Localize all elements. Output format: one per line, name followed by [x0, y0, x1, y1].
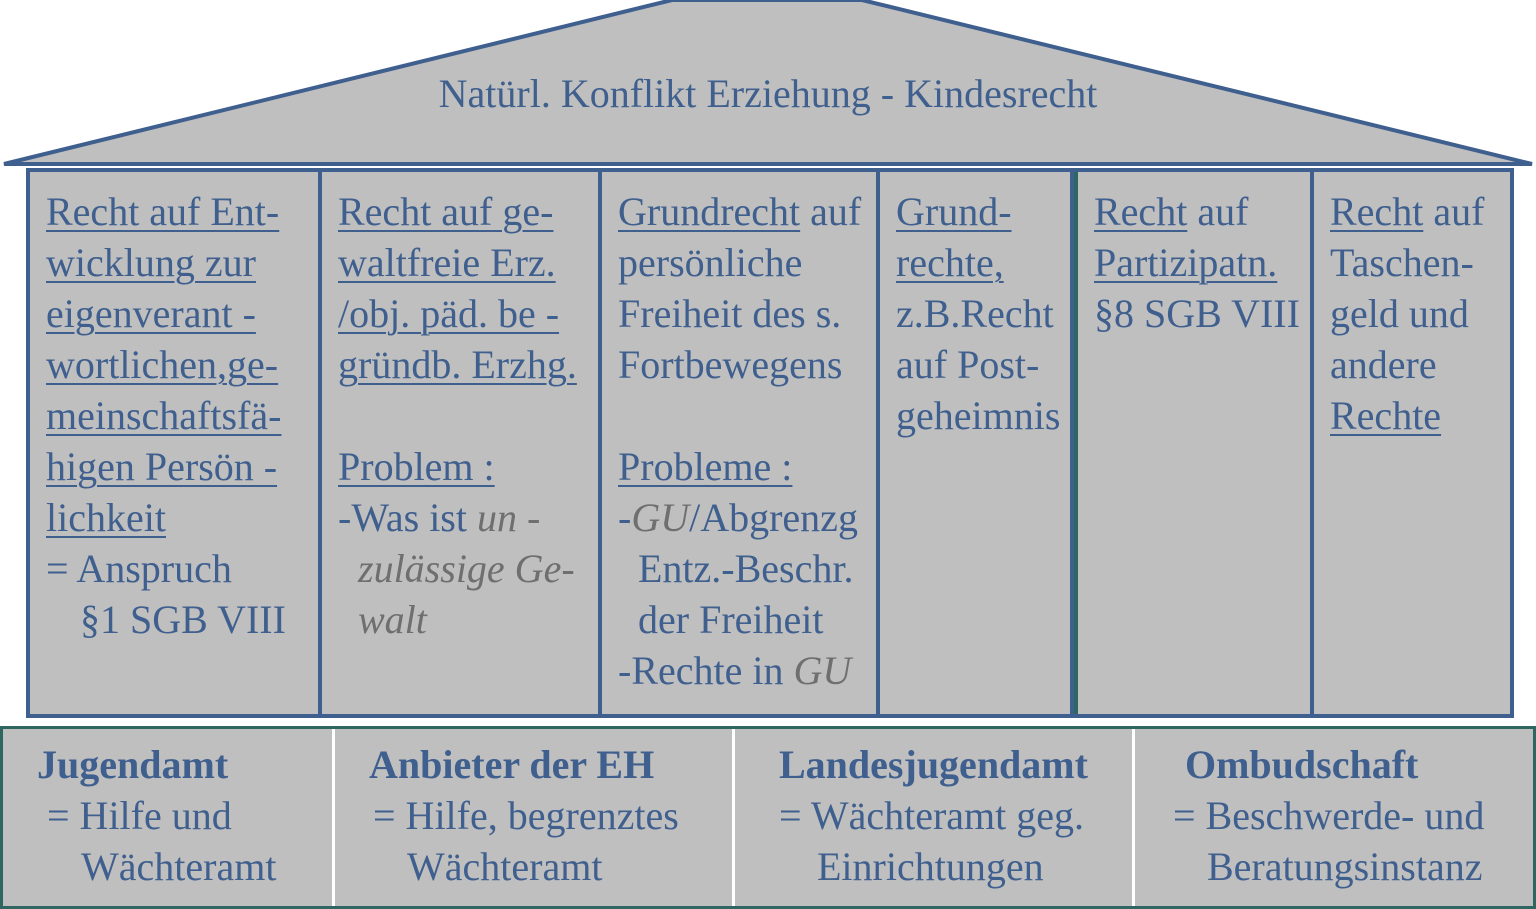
pillar-line: Grundrecht auf	[618, 186, 876, 237]
pillar-line: Rechte	[1330, 393, 1442, 438]
pillar-italic-text: GU	[793, 648, 852, 693]
foundation-line: = Hilfe und	[47, 793, 232, 838]
pillar-taschengeld: Recht auf Taschen- geld und andere Recht…	[1314, 172, 1510, 714]
pillar-line: Recht auf ge-	[338, 189, 554, 234]
foundation-anbieter: Anbieter der EH = Hilfe, begrenztes Wäch…	[335, 729, 735, 906]
foundation-landesjugendamt: Landesjugendamt = Wächteramt geg. Einric…	[735, 729, 1135, 906]
pillar-line: §1 SGB VIII	[80, 597, 286, 642]
foundation-line: Wächteramt	[407, 844, 603, 889]
pillar-text: -	[618, 495, 632, 540]
pillar-line: andere	[1330, 342, 1437, 387]
pillar-line: -Rechte in GU	[618, 645, 876, 696]
pillar-line: -Was ist un -	[338, 492, 598, 543]
pillar-text: -Was ist	[338, 495, 477, 540]
foundation-line: = Beschwerde- und	[1173, 793, 1485, 838]
pillar-line: Entz.-Beschr.	[638, 546, 854, 591]
foundation-line: = Hilfe, begrenztes	[373, 793, 679, 838]
pillar-line: waltfreie Erz.	[338, 240, 556, 285]
pillar-line: -GU/Abgrenzg	[618, 492, 876, 543]
pillar-line: meinschaftsfä-	[46, 393, 282, 438]
pillar-line: Recht auf	[1094, 186, 1310, 237]
foundation-title: Landesjugendamt	[779, 742, 1088, 787]
foundation-title: Jugendamt	[37, 742, 229, 787]
foundation-title: Anbieter der EH	[369, 742, 655, 787]
pillar-line: wicklung zur	[46, 240, 256, 285]
pillar-line: Recht auf	[1330, 186, 1510, 237]
pillar-line: geheimnis	[896, 393, 1061, 438]
pillar-line: gründb. Erzhg.	[338, 342, 577, 387]
foundation-line: = Wächteramt geg.	[779, 793, 1085, 838]
pillar-line: zulässige Ge-	[358, 546, 575, 591]
pillar-line: lichkeit	[46, 495, 166, 540]
pillar-line: z.B.Recht	[896, 291, 1054, 336]
pillar-line: eigenverant -	[46, 291, 256, 336]
foundation-title: Ombudschaft	[1185, 742, 1419, 787]
pillar-text: Grundrecht	[618, 189, 801, 234]
foundation-jugendamt: Jugendamt = Hilfe und Wächteramt	[3, 729, 335, 906]
pillar-persoenliche-freiheit: Grundrecht auf persönliche Freiheit des …	[602, 172, 880, 714]
pillar-line: Fortbewegens	[618, 342, 843, 387]
foundation-line: Wächteramt	[81, 844, 277, 889]
pillar-line: walt	[358, 597, 427, 642]
pillar-line: Taschen-	[1330, 240, 1474, 285]
foundation-section: Jugendamt = Hilfe und Wächteramt Anbiete…	[0, 726, 1536, 909]
pillar-line: higen Persön -	[46, 444, 278, 489]
pillar-italic-text: un -	[476, 495, 541, 540]
pillar-line: geld und	[1330, 291, 1469, 336]
pillar-gewaltfreie-erziehung: Recht auf ge- waltfreie Erz. /obj. päd. …	[322, 172, 602, 714]
pillar-line: Grund-	[896, 189, 1012, 234]
pillar-partizipation: Recht auf Partizipatn. §8 SGB VIII	[1074, 172, 1314, 714]
pillar-line: /obj. päd. be -	[338, 291, 560, 336]
pillar-grundrechte: Grund- rechte, z.B.Recht auf Post- gehei…	[880, 172, 1074, 714]
roof-shape	[3, 0, 1533, 166]
pillar-line: auf Post-	[896, 342, 1040, 387]
pillar-line: der Freiheit	[638, 597, 824, 642]
pillar-line: = Anspruch	[46, 546, 232, 591]
pillar-text: auf	[800, 189, 862, 234]
spacer	[338, 390, 598, 441]
pillar-line: Probleme :	[618, 444, 793, 489]
spacer	[618, 390, 876, 441]
pillar-text: Recht	[1330, 189, 1424, 234]
pillar-text: auf	[1187, 189, 1249, 234]
pillar-text: Recht	[1094, 189, 1188, 234]
pillar-line: Partizipatn.	[1094, 240, 1278, 285]
pillar-text: auf	[1423, 189, 1485, 234]
foundation-ombudschaft: Ombudschaft = Beschwerde- und Beratungsi…	[1135, 729, 1533, 906]
pillar-line: Recht auf Ent-	[46, 189, 280, 234]
pillar-text: -Rechte in	[618, 648, 794, 693]
pillar-line: §8 SGB VIII	[1094, 291, 1300, 336]
foundation-line: Beratungsinstanz	[1207, 844, 1483, 889]
foundation-line: Einrichtungen	[817, 844, 1044, 889]
pillar-line: Freiheit des s.	[618, 291, 842, 336]
pillar-line: wortlichen,ge-	[46, 342, 279, 387]
pillar-line: persönliche	[618, 240, 803, 285]
pillar-entwicklung: Recht auf Ent- wicklung zur eigenverant …	[30, 172, 322, 714]
pillar-line: Problem :	[338, 444, 495, 489]
roof-title: Natürl. Konflikt Erziehung - Kindesrecht	[438, 71, 1098, 116]
pillar-italic-text: GU	[631, 495, 690, 540]
pillars-section: Recht auf Ent- wicklung zur eigenverant …	[26, 168, 1514, 718]
pillar-line: rechte,	[896, 240, 1004, 285]
pillar-text: /Abgrenzg	[689, 495, 858, 540]
